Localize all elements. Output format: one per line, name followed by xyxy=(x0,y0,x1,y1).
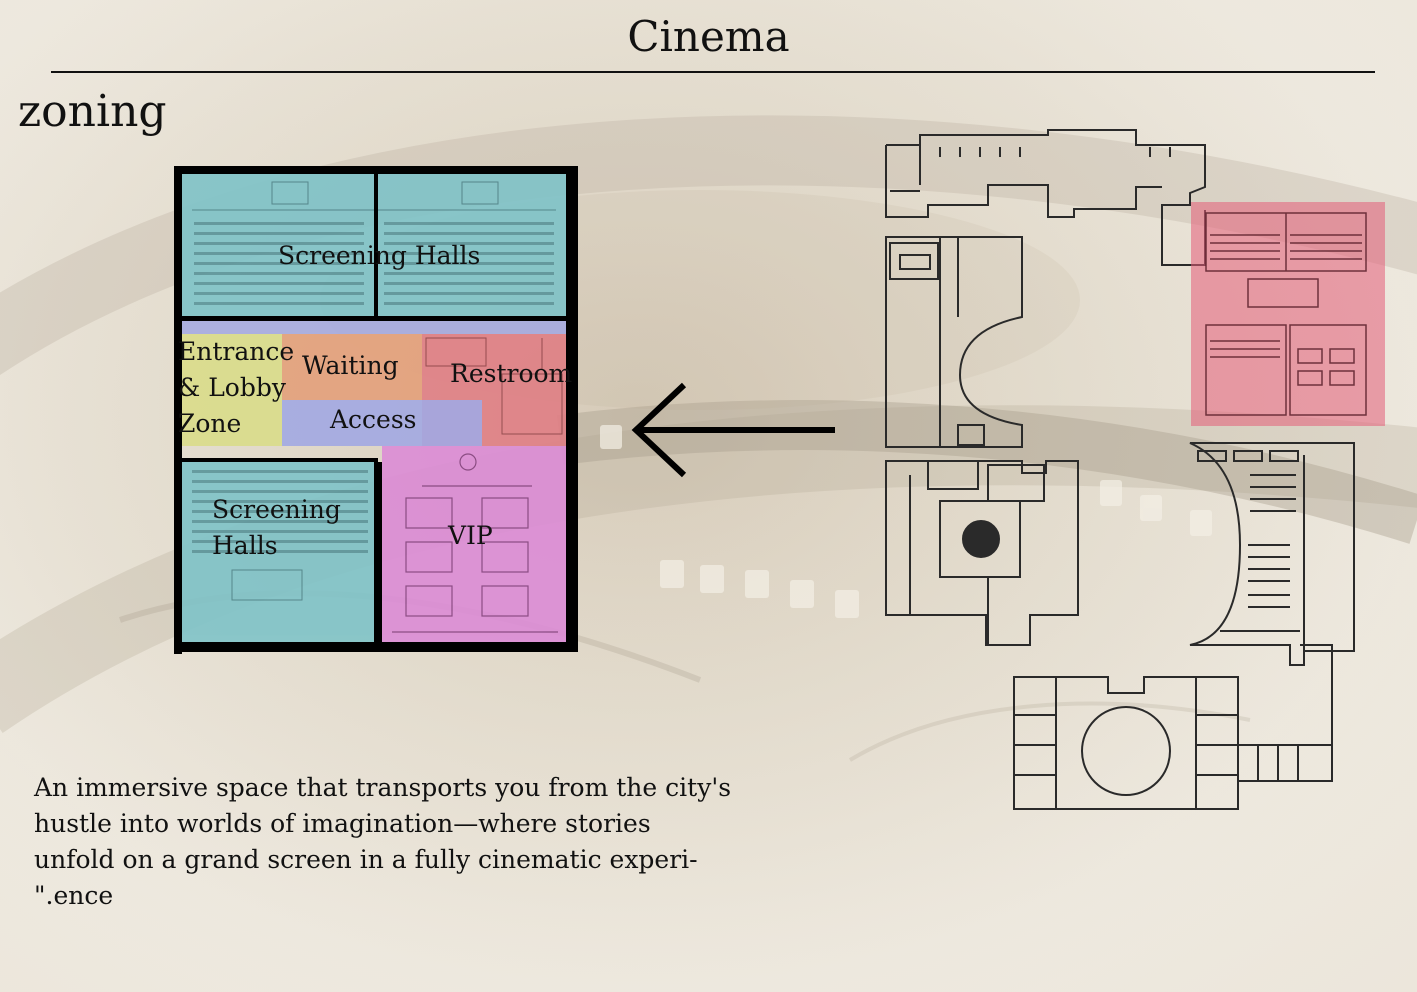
restroom-plan xyxy=(425,337,563,435)
highlighted-cinema-zone xyxy=(1191,202,1385,426)
label-entrance-line3: Zone xyxy=(178,409,242,438)
section-heading: zoning xyxy=(18,86,167,137)
outer-wall-right xyxy=(566,166,578,650)
description-line: unfold on a grand screen in a fully cine… xyxy=(34,845,698,874)
zone-screening-bottom xyxy=(182,458,378,642)
outer-wall-bottom xyxy=(174,642,578,652)
partition-top-horizontal xyxy=(182,316,566,321)
description-line: An immersive space that transports you f… xyxy=(34,773,732,802)
label-screening-halls-top: Screening Halls xyxy=(278,241,481,270)
zone-access xyxy=(282,400,482,446)
label-entrance-line2: & Lobby xyxy=(178,373,286,402)
site-floor-plan xyxy=(885,129,1385,810)
label-access: Access xyxy=(330,405,417,434)
label-entrance-line1: Entrance xyxy=(178,337,295,366)
zone-vip xyxy=(382,446,566,642)
left-arrow-icon xyxy=(631,382,835,478)
partition-top-center xyxy=(374,174,378,320)
partition-bottom-horizontal xyxy=(182,458,378,462)
zone-entrance-lobby xyxy=(182,334,282,446)
label-screening-bottom-line1: Screening xyxy=(212,495,341,524)
title-divider xyxy=(51,71,1375,73)
seating-pattern-bottom xyxy=(192,470,368,601)
outer-wall-top xyxy=(174,166,578,174)
zoning-diagram: Screening Halls Entrance & Lobby Zone Wa… xyxy=(174,166,578,654)
label-vip: VIP xyxy=(448,521,493,550)
description-line: hustle into worlds of imagination—where … xyxy=(34,809,651,838)
description-text: An immersive space that transports you f… xyxy=(34,770,754,914)
vip-seating-plan xyxy=(392,453,558,633)
zone-waiting xyxy=(282,334,422,400)
seating-pattern-top xyxy=(192,181,556,305)
zone-access-strip xyxy=(182,320,566,334)
label-screening-bottom-line2: Halls xyxy=(212,531,278,560)
description-line: ".ence xyxy=(34,881,114,910)
label-restroom: Restroom xyxy=(450,359,573,388)
outer-wall-left xyxy=(174,166,182,654)
partition-bottom-center xyxy=(374,462,382,644)
zone-restroom xyxy=(422,334,566,446)
page-title: Cinema xyxy=(627,12,790,61)
label-waiting: Waiting xyxy=(302,351,399,380)
